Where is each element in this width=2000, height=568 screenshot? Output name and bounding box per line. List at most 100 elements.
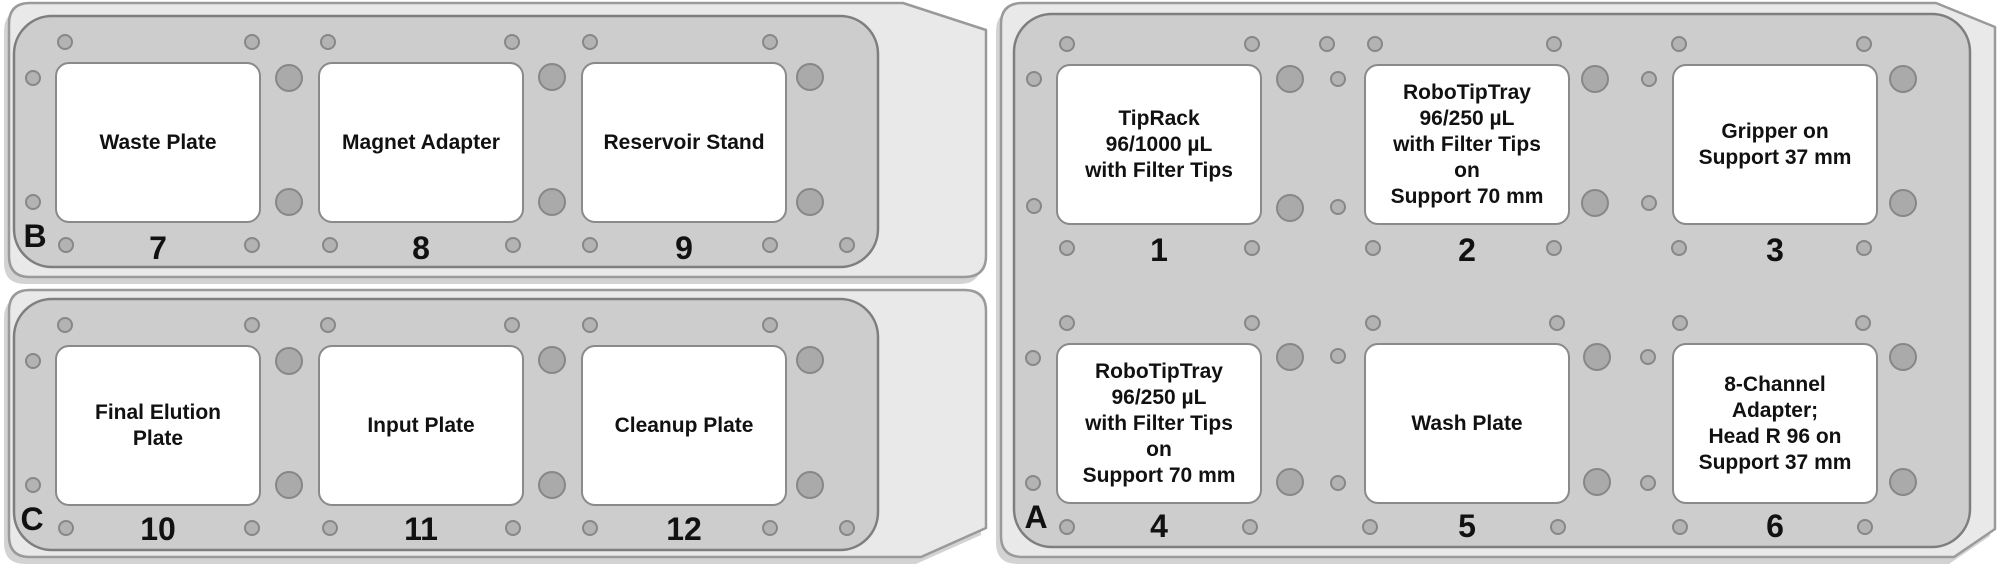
pin-small: [1672, 315, 1688, 331]
pin-large: [1276, 343, 1304, 371]
pin-large: [275, 64, 303, 92]
deck-slot-8-plate: Magnet Adapter: [318, 62, 524, 223]
pin-small: [58, 237, 74, 253]
deck-slot-2-number: 2: [1458, 232, 1476, 268]
deck-slot-1-number: 1: [1150, 232, 1168, 268]
deck-slot-7-number: 7: [149, 230, 167, 266]
deck-slot-1-plate: TipRack 96/1000 µL with Filter Tips: [1056, 64, 1262, 225]
plate-label: RoboTipTray 96/250 µL with Filter Tips o…: [1082, 359, 1236, 487]
pin-small: [839, 520, 855, 536]
deck-slot-6-number: 6: [1766, 508, 1784, 544]
pin-small: [1319, 36, 1335, 52]
deck-slot-11-plate: Input Plate: [318, 345, 524, 506]
pin-small: [1365, 240, 1381, 256]
pin-small: [762, 237, 778, 253]
deck-slot-2-plate: RoboTipTray 96/250 µL with Filter Tips o…: [1364, 64, 1570, 225]
pin-small: [320, 34, 336, 50]
pin-small: [1549, 315, 1565, 331]
pin-large: [1581, 189, 1609, 217]
deck-slot-8-number: 8: [412, 230, 430, 266]
pin-large: [1889, 468, 1917, 496]
pin-small: [244, 520, 260, 536]
plate-label: Reservoir Stand: [603, 130, 765, 154]
pin-small: [25, 353, 41, 369]
deck-slot-12-plate: Cleanup Plate: [581, 345, 787, 506]
pin-small: [1244, 240, 1260, 256]
pin-small: [1856, 240, 1872, 256]
pin-small: [57, 34, 73, 50]
pin-small: [1641, 195, 1657, 211]
pin-small: [1025, 350, 1041, 366]
pin-small: [1671, 36, 1687, 52]
pin-small: [1059, 36, 1075, 52]
deck-slot-9-plate: Reservoir Stand: [581, 62, 787, 223]
section-c-label: C: [20, 501, 44, 537]
deck-slot-7-plate: Waste Plate: [55, 62, 261, 223]
pin-large: [275, 471, 303, 499]
section-b-label: B: [23, 218, 47, 254]
pin-small: [582, 34, 598, 50]
pin-small: [58, 520, 74, 536]
pin-small: [57, 317, 73, 333]
section-a-label: A: [1024, 499, 1048, 535]
pin-small: [25, 70, 41, 86]
pin-small: [1026, 198, 1042, 214]
pin-large: [796, 63, 824, 91]
pin-small: [1856, 36, 1872, 52]
pin-large: [1889, 343, 1917, 371]
pin-small: [1330, 199, 1346, 215]
pin-small: [762, 317, 778, 333]
plate-label: Magnet Adapter: [342, 130, 500, 154]
pin-small: [1242, 519, 1258, 535]
pin-large: [1583, 343, 1611, 371]
pin-small: [1330, 348, 1346, 364]
deck-slot-12-number: 12: [666, 511, 702, 547]
pin-large: [796, 188, 824, 216]
deck-slot-10-plate: Final Elution Plate: [55, 345, 261, 506]
pin-small: [320, 317, 336, 333]
pin-small: [1672, 519, 1688, 535]
deck-slot-4-number: 4: [1150, 508, 1168, 544]
pin-small: [1059, 240, 1075, 256]
pin-small: [1244, 36, 1260, 52]
pin-small: [582, 237, 598, 253]
pin-small: [1546, 36, 1562, 52]
pin-small: [1330, 71, 1346, 87]
plate-label: Final Elution Plate: [95, 400, 221, 450]
pin-large: [1581, 65, 1609, 93]
pin-large: [275, 347, 303, 375]
deck-slot-4-plate: RoboTipTray 96/250 µL with Filter Tips o…: [1056, 343, 1262, 504]
pin-small: [504, 317, 520, 333]
pin-small: [1362, 519, 1378, 535]
pin-small: [244, 237, 260, 253]
pin-small: [25, 194, 41, 210]
pin-small: [762, 520, 778, 536]
pin-large: [538, 346, 566, 374]
pin-large: [538, 471, 566, 499]
deck-slot-3-plate: Gripper on Support 37 mm: [1672, 64, 1878, 225]
deck-slot-6-plate: 8-Channel Adapter; Head R 96 on Support …: [1672, 343, 1878, 504]
pin-small: [839, 237, 855, 253]
pin-small: [244, 34, 260, 50]
pin-large: [796, 346, 824, 374]
deck-slot-10-number: 10: [140, 511, 176, 547]
pin-small: [1244, 315, 1260, 331]
pin-small: [1671, 240, 1687, 256]
pin-small: [1550, 519, 1566, 535]
pin-small: [25, 477, 41, 493]
pin-small: [1546, 240, 1562, 256]
deck-slot-5-plate: Wash Plate: [1364, 343, 1570, 504]
pins-layer: [25, 34, 1917, 536]
pin-small: [762, 34, 778, 50]
deck-slot-9-number: 9: [675, 230, 693, 266]
pin-small: [505, 520, 521, 536]
plate-label: TipRack 96/1000 µL with Filter Tips: [1085, 106, 1233, 182]
pin-large: [538, 63, 566, 91]
pin-large: [1889, 189, 1917, 217]
pin-small: [1059, 519, 1075, 535]
pin-small: [505, 237, 521, 253]
pin-small: [1365, 315, 1381, 331]
pin-small: [1059, 315, 1075, 331]
pin-small: [1025, 475, 1041, 491]
